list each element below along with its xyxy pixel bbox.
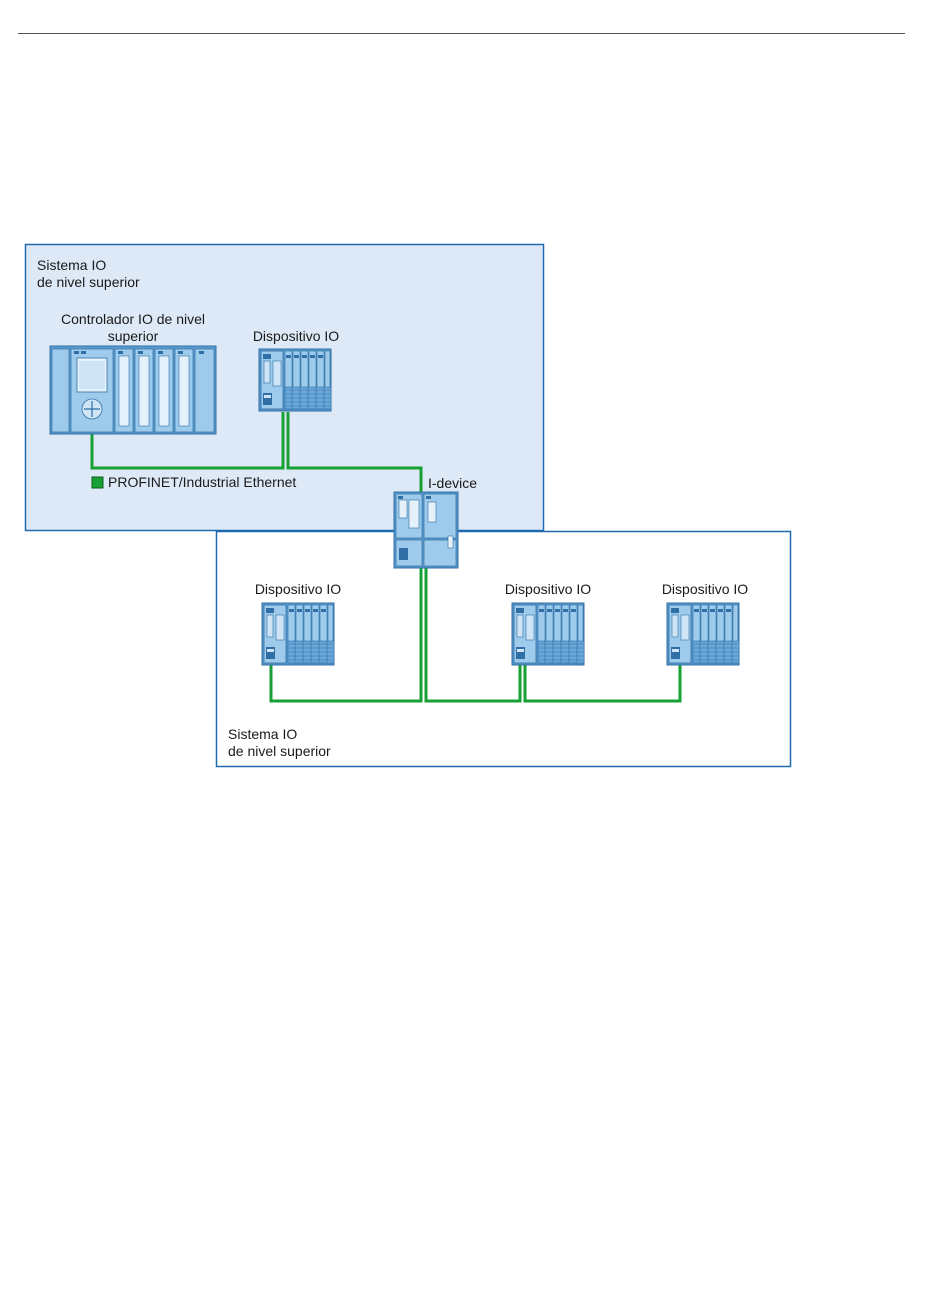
profinet-legend-label: PROFINET/Industrial Ethernet (108, 474, 296, 490)
lower-device2-label: Dispositivo IO (505, 581, 591, 597)
upper-system-title-line2: de nivel superior (37, 274, 140, 290)
lower-system-title-line2: de nivel superior (228, 743, 331, 759)
lower-device3-label: Dispositivo IO (662, 581, 748, 597)
upper-device-label: Dispositivo IO (253, 328, 339, 344)
idevice-label: I-device (428, 475, 477, 491)
controller-label-line2: superior (108, 328, 159, 344)
controller-label-line1: Controlador IO de nivel (61, 311, 205, 327)
et200-io-device-icon (512, 603, 584, 665)
s7-1500-controller-icon (50, 346, 216, 434)
lower-device1-label: Dispositivo IO (255, 581, 341, 597)
et200-io-device-icon (667, 603, 739, 665)
et200-io-device-icon (259, 349, 331, 411)
et200-io-device-icon (262, 603, 334, 665)
lower-system-title-line1: Sistema IO (228, 726, 297, 742)
profinet-legend-swatch (92, 477, 103, 488)
upper-system-title-line1: Sistema IO (37, 257, 106, 273)
cpu-idevice-icon (394, 492, 458, 568)
